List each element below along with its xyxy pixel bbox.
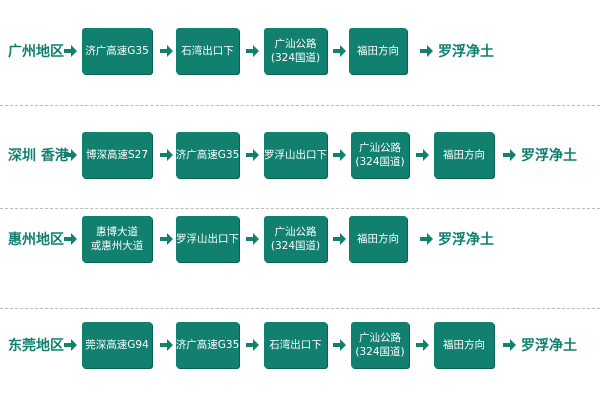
route-step-text: (324国道): [355, 346, 405, 358]
arrow-right-icon: [333, 45, 346, 57]
route-step-text: 济广高速G35: [175, 339, 240, 351]
route-row: 深圳 香港 博深高速S27 济广高速G35 罗浮山出口下 广汕公路 (324国道) 福田方向…: [0, 128, 600, 182]
arrow-right-icon: [503, 339, 516, 351]
arrow-right-icon: [333, 233, 346, 245]
arrow-right-icon: [64, 233, 77, 245]
destination-label: 罗浮净土: [521, 338, 577, 354]
route-step-text: 罗浮山出口下: [264, 149, 327, 161]
route-step: 莞深高速G94: [82, 322, 152, 368]
arrow-right-icon: [246, 149, 259, 161]
arrow-right-icon: [333, 339, 346, 351]
route-step-text: 济广高速G35: [175, 149, 240, 161]
route-step: 广汕公路 (324国道): [351, 322, 409, 368]
arrow-right-icon: [420, 233, 433, 245]
arrow-right-icon: [416, 149, 429, 161]
route-step-text: 广汕公路: [274, 38, 317, 50]
arrow-right-icon: [246, 339, 259, 351]
route-step: 罗浮山出口下: [264, 132, 327, 178]
route-step-text: 博深高速S27: [85, 149, 149, 161]
route-step: 福田方向: [434, 322, 494, 368]
route-step-text: 莞深高速G94: [85, 339, 149, 351]
arrow-right-icon: [246, 45, 259, 57]
route-step-text: (324国道): [270, 52, 321, 64]
region-label: 广州地区: [8, 44, 64, 60]
route-row: 东莞地区 莞深高速G94 济广高速G35 石湾出口下 广汕公路 (324国道) 福田方向 罗浮…: [0, 318, 600, 372]
arrow-right-icon: [503, 149, 516, 161]
route-step: 济广高速G35: [176, 132, 239, 178]
route-step-text: 福田方向: [443, 149, 485, 161]
arrow-right-icon: [420, 45, 433, 57]
route-step: 济广高速G35: [82, 28, 152, 74]
arrow-right-icon: [333, 149, 346, 161]
route-step-text: 罗浮山出口下: [176, 233, 239, 245]
route-step-text: 广汕公路: [274, 226, 317, 238]
route-step-text: 福田方向: [357, 45, 399, 57]
route-step-text: 广汕公路: [359, 332, 401, 344]
arrow-right-icon: [246, 233, 259, 245]
route-step: 石湾出口下: [176, 28, 239, 74]
route-step: 济广高速G35: [176, 322, 239, 368]
arrow-right-icon: [64, 149, 77, 161]
divider: [0, 208, 600, 209]
route-row: 惠州地区 惠博大道或惠州大道 罗浮山出口下 广汕公路 (324国道) 福田方向 罗浮净土: [0, 212, 600, 266]
destination-label: 罗浮净土: [438, 44, 494, 60]
route-step-text: 济广高速G35: [85, 45, 149, 57]
divider: [0, 308, 600, 309]
route-step: 广汕公路 (324国道): [264, 216, 327, 262]
route-step: 广汕公路 (324国道): [351, 132, 409, 178]
arrow-right-icon: [160, 233, 173, 245]
region-label: 深圳 香港: [8, 148, 69, 164]
route-step-text: (324国道): [270, 240, 321, 252]
route-step-text: 或惠州大道: [90, 240, 144, 252]
route-step: 罗浮山出口下: [176, 216, 239, 262]
route-step-text: 石湾出口下: [269, 339, 322, 351]
region-label: 东莞地区: [8, 338, 64, 354]
route-step: 广汕公路 (324国道): [264, 28, 327, 74]
route-step-text: 石湾出口下: [181, 45, 234, 57]
arrow-right-icon: [160, 45, 173, 57]
arrow-right-icon: [64, 45, 77, 57]
route-step: 惠博大道或惠州大道: [82, 216, 152, 262]
route-step: 福田方向: [349, 28, 407, 74]
route-step-text: (324国道): [355, 156, 405, 168]
route-step-text: 福田方向: [443, 339, 485, 351]
route-step-text: 惠博大道: [96, 226, 138, 238]
divider: [0, 105, 600, 106]
route-step-text: 广汕公路: [359, 142, 401, 154]
route-step: 石湾出口下: [264, 322, 327, 368]
region-label: 惠州地区: [8, 232, 64, 248]
route-row: 广州地区 济广高速G35 石湾出口下 广汕公路 (324国道) 福田方向 罗浮净土: [0, 24, 600, 78]
destination-label: 罗浮净土: [438, 232, 494, 248]
route-step: 福田方向: [349, 216, 407, 262]
destination-label: 罗浮净土: [521, 148, 577, 164]
arrow-right-icon: [160, 149, 173, 161]
route-step-text: 福田方向: [357, 233, 399, 245]
route-step: 博深高速S27: [82, 132, 152, 178]
arrow-right-icon: [64, 339, 77, 351]
route-step: 福田方向: [434, 132, 494, 178]
arrow-right-icon: [160, 339, 173, 351]
arrow-right-icon: [416, 339, 429, 351]
